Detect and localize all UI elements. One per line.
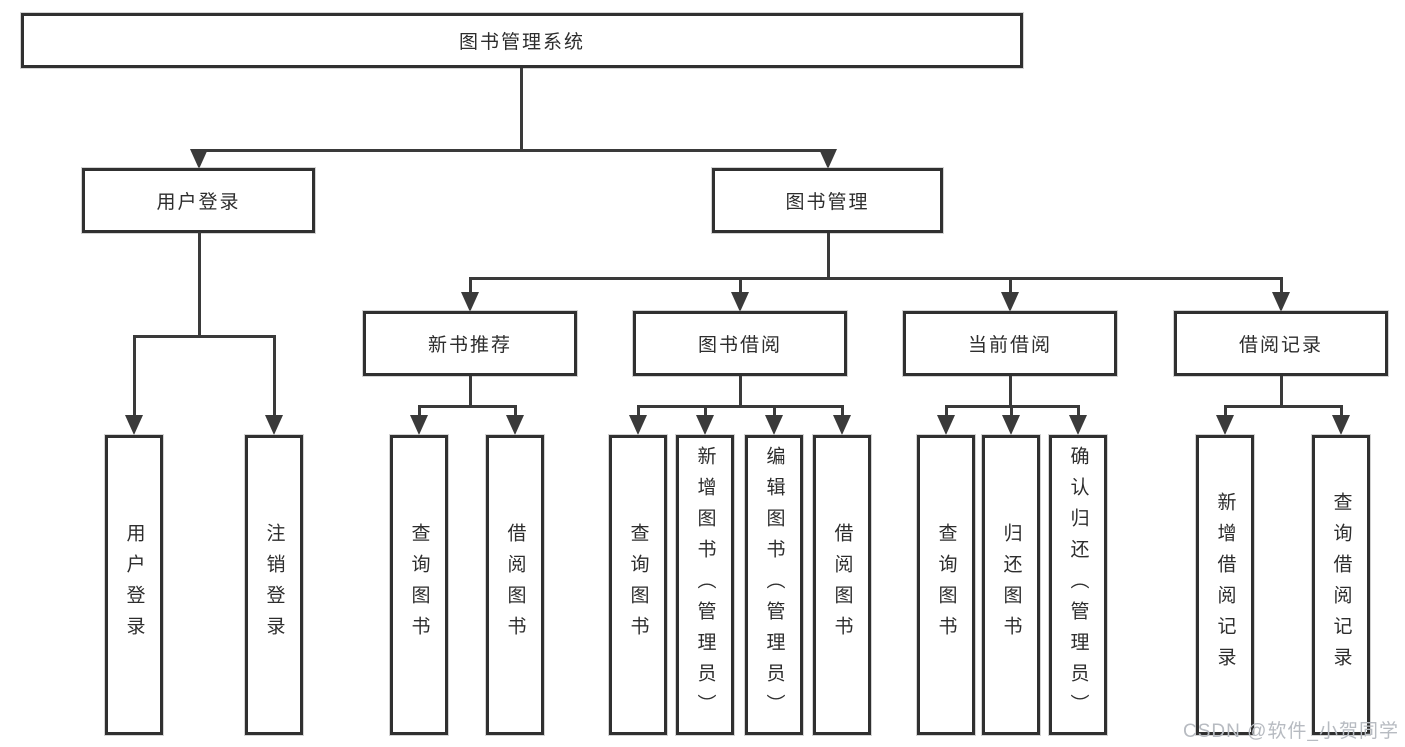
leaf-logout: 注销登录 bbox=[245, 435, 303, 735]
connector-stub bbox=[945, 405, 948, 417]
leaf-add-borrow-record: 新增借阅记录 bbox=[1196, 435, 1254, 735]
connector-newbook-hline bbox=[418, 405, 517, 408]
leaf-confirm-return-admin: 确认归还（管理员） bbox=[1049, 435, 1107, 735]
arrow-down-icon bbox=[410, 415, 428, 435]
node-book-management: 图书管理 bbox=[712, 168, 943, 233]
leaf-borrow-book-rec: 借阅图书 bbox=[486, 435, 544, 735]
arrow-down-icon bbox=[833, 415, 851, 435]
leaf-edit-book-admin: 编辑图书（管理员） bbox=[745, 435, 803, 735]
connector-current-vline bbox=[1009, 376, 1012, 407]
arrow-down-icon bbox=[1001, 292, 1019, 312]
leaf-query-book-rec: 查询图书 bbox=[390, 435, 448, 735]
arrow-down-icon bbox=[696, 415, 714, 435]
connector-record-vline bbox=[1280, 376, 1283, 407]
connector-stub bbox=[514, 405, 517, 417]
arrow-down-icon bbox=[190, 149, 208, 169]
connector-bookmgmt-hline bbox=[469, 277, 1283, 280]
arrow-down-icon bbox=[506, 415, 524, 435]
arrow-down-icon bbox=[819, 149, 837, 169]
connector-record-hline bbox=[1224, 405, 1342, 408]
connector-stub bbox=[1340, 405, 1343, 417]
node-current-borrow: 当前借阅 bbox=[903, 311, 1117, 376]
connector-userlogin-vline bbox=[198, 232, 201, 337]
arrow-down-icon bbox=[1272, 292, 1290, 312]
leaf-query-borrow-record: 查询借阅记录 bbox=[1312, 435, 1370, 735]
node-borrow-record: 借阅记录 bbox=[1174, 311, 1388, 376]
arrow-down-icon bbox=[125, 415, 143, 435]
arrow-down-icon bbox=[629, 415, 647, 435]
connector-bookmgmt-vline bbox=[827, 233, 830, 279]
connector-stub bbox=[773, 405, 776, 417]
leaf-query-book: 查询图书 bbox=[609, 435, 667, 735]
connector-stub bbox=[1280, 277, 1283, 293]
leaf-add-book-admin: 新增图书（管理员） bbox=[676, 435, 734, 735]
connector-stub bbox=[273, 335, 276, 417]
connector-stub bbox=[469, 277, 472, 293]
connector-root-vline bbox=[520, 68, 523, 150]
arrow-down-icon bbox=[937, 415, 955, 435]
arrow-down-icon bbox=[1069, 415, 1087, 435]
node-new-book-recommend: 新书推荐 bbox=[363, 311, 577, 376]
leaf-query-book-current: 查询图书 bbox=[917, 435, 975, 735]
arrow-down-icon bbox=[1216, 415, 1234, 435]
connector-stub bbox=[1010, 405, 1013, 417]
arrow-down-icon bbox=[765, 415, 783, 435]
connector-borrow-vline bbox=[739, 376, 742, 407]
node-library-system: 图书管理系统 bbox=[21, 13, 1023, 68]
connector-stub bbox=[1009, 277, 1012, 293]
arrow-down-icon bbox=[1332, 415, 1350, 435]
connector-stub bbox=[739, 277, 742, 293]
connector-stub bbox=[1224, 405, 1227, 417]
connector-stub bbox=[133, 335, 136, 417]
connector-newbook-vline bbox=[469, 376, 472, 407]
csdn-watermark: CSDN @软件_小贺同学 bbox=[1183, 721, 1399, 742]
leaf-return-book: 归还图书 bbox=[982, 435, 1040, 735]
leaf-user-login: 用户登录 bbox=[105, 435, 163, 735]
arrow-down-icon bbox=[1002, 415, 1020, 435]
node-user-login: 用户登录 bbox=[82, 168, 315, 233]
connector-stub bbox=[418, 405, 421, 417]
arrow-down-icon bbox=[731, 292, 749, 312]
connector-root-hline bbox=[198, 149, 830, 152]
node-book-borrow: 图书借阅 bbox=[633, 311, 847, 376]
leaf-borrow-book: 借阅图书 bbox=[813, 435, 871, 735]
connector-borrow-hline bbox=[637, 405, 843, 408]
connector-stub bbox=[1077, 405, 1080, 417]
connector-stub bbox=[637, 405, 640, 417]
connector-stub bbox=[841, 405, 844, 417]
connector-stub bbox=[704, 405, 707, 417]
connector-userlogin-hline bbox=[133, 335, 275, 338]
arrow-down-icon bbox=[461, 292, 479, 312]
arrow-down-icon bbox=[265, 415, 283, 435]
